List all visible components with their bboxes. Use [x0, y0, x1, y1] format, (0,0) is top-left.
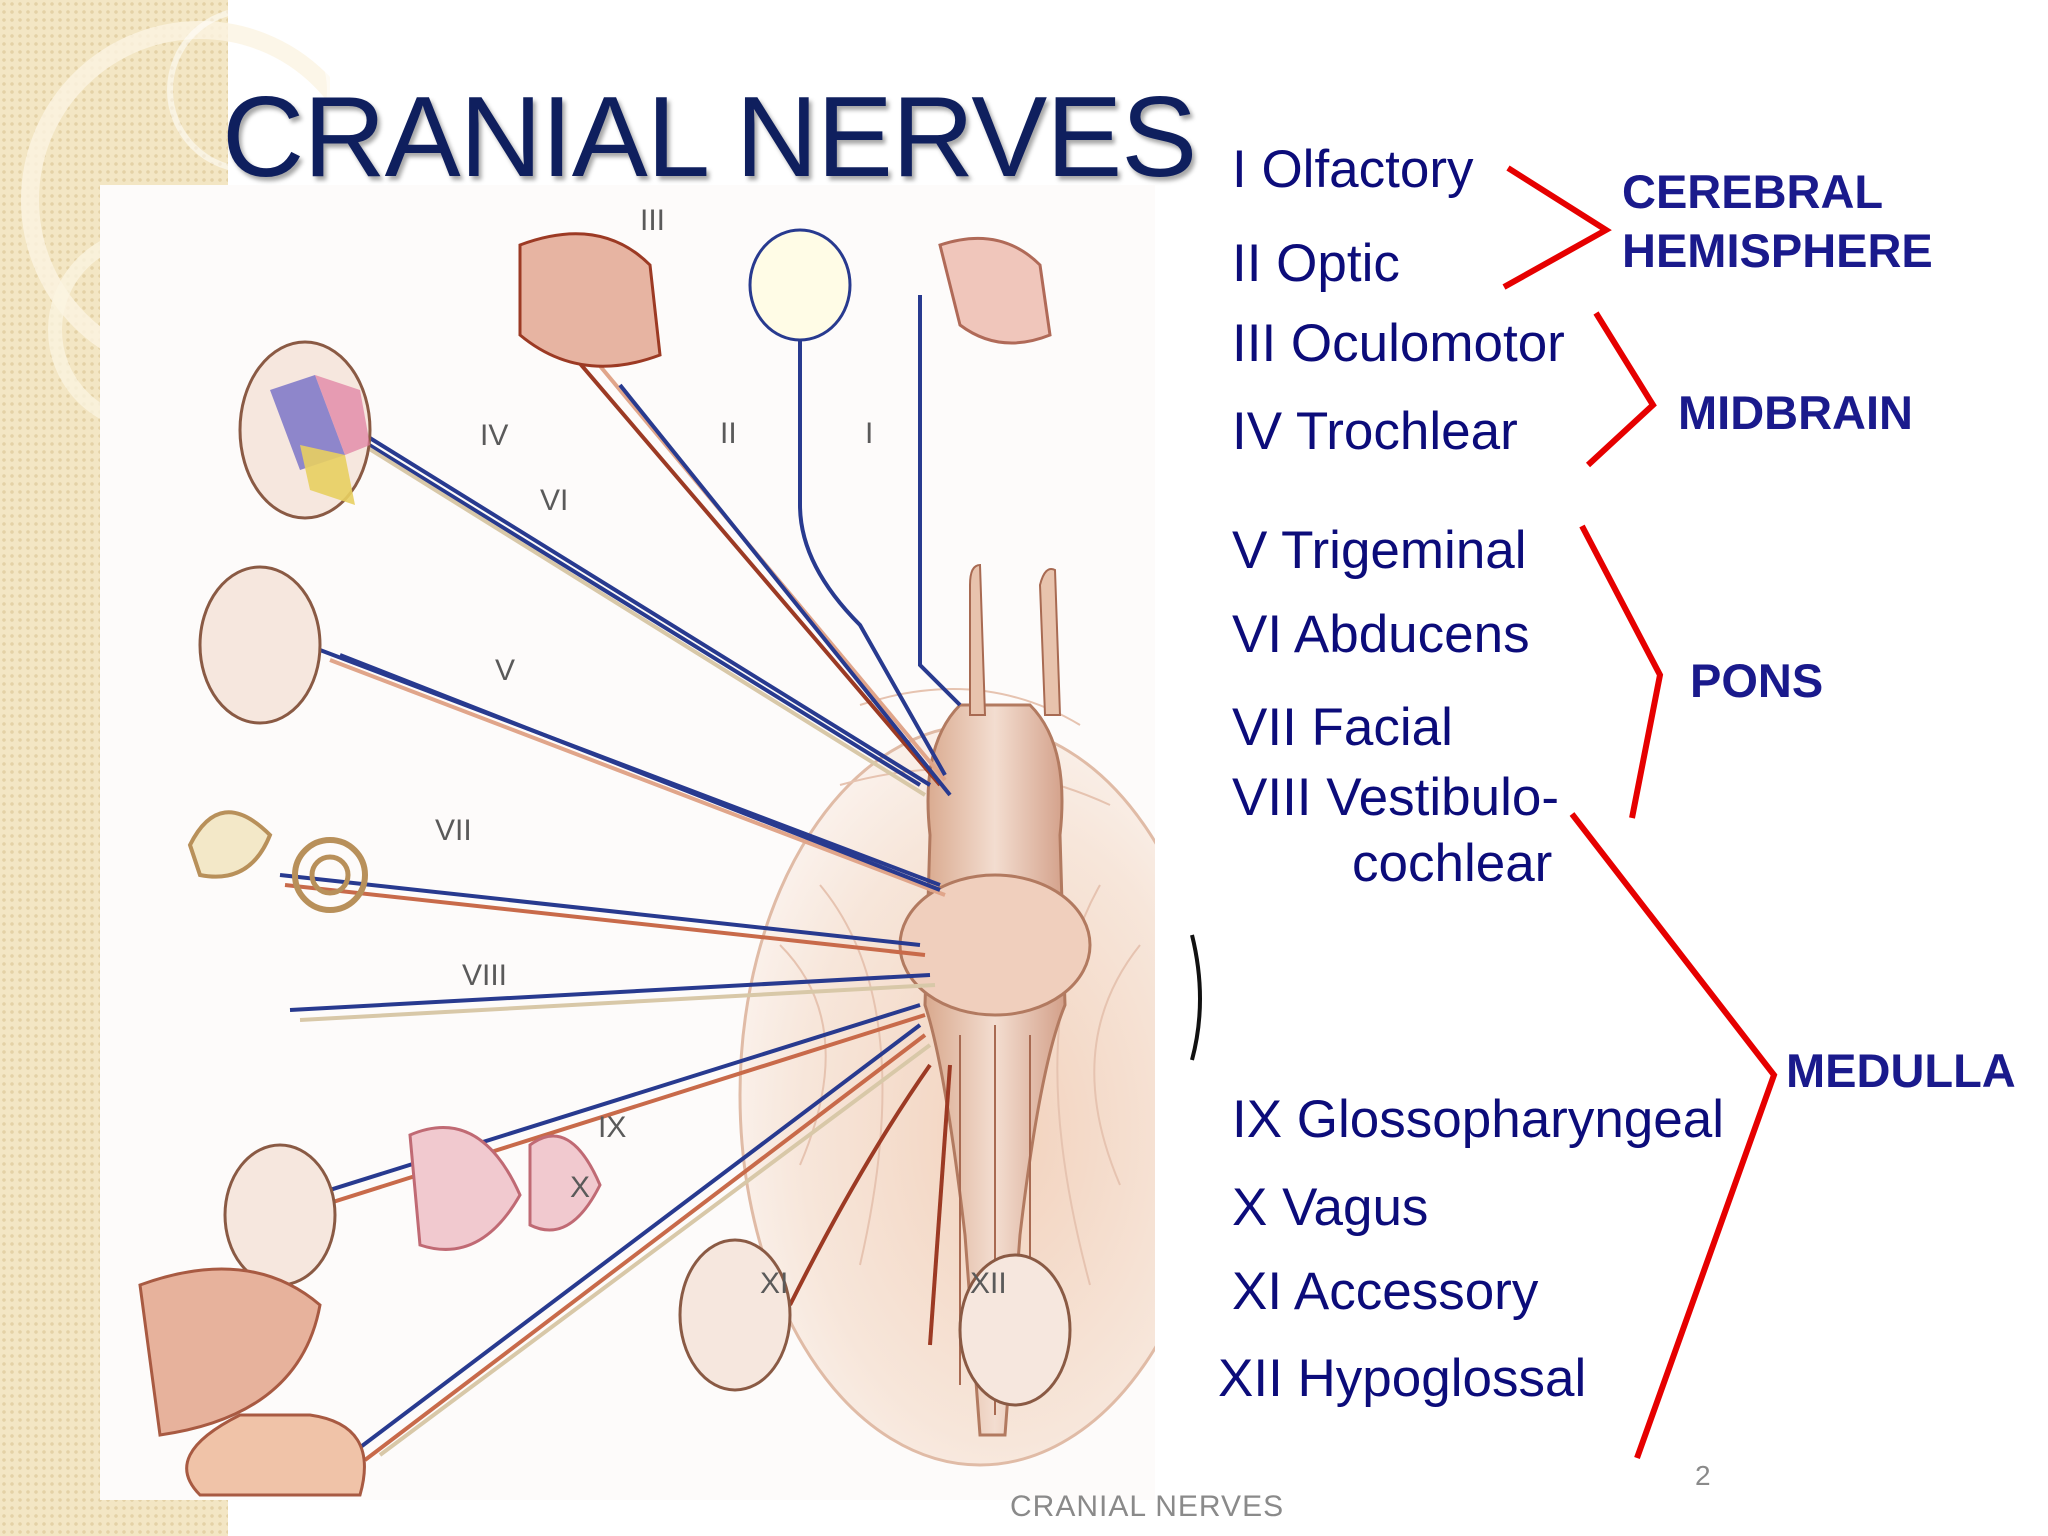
diagram-label-iii: III [640, 204, 665, 237]
region-cerebral-line-1: CEREBRAL [1622, 165, 1884, 218]
nerve-label-accessory: XI Accessory [1232, 1262, 1539, 1321]
stray-mark [1190, 934, 1202, 1061]
diagram-label-ix: IX [598, 1111, 626, 1144]
diagram-label-v: V [495, 654, 515, 687]
region-midbrain: MIDBRAIN [1678, 386, 1913, 439]
diagram-label-viii: VIII [462, 959, 507, 992]
page-number: 2 [1695, 1460, 1711, 1491]
nerve-label-cochlear: cochlear [1352, 834, 1553, 893]
page-title: CRANIAL NERVES [222, 74, 1197, 201]
nerve-label-trochlear: IV Trochlear [1232, 402, 1518, 461]
diagram-label-vi: VI [540, 484, 568, 517]
nerve-label-vestibulo: VIII Vestibulo- [1232, 768, 1560, 827]
region-pons: PONS [1690, 654, 1824, 707]
bracket-cerebral [1502, 165, 1612, 290]
nerve-label-facial: VII Facial [1232, 698, 1453, 757]
diagram-label-vii: VII [435, 814, 472, 847]
diagram-label-iv: IV [480, 419, 508, 452]
nerve-label-optic: II Optic [1232, 234, 1400, 293]
nerve-label-oculomotor: III Oculomotor [1232, 314, 1565, 373]
cranial-nerves-illustration: III IV II I VI V VII VIII IX X XI XII [100, 185, 1155, 1500]
diagram-label-i: I [865, 417, 873, 450]
nerve-label-glossopharyngeal: IX Glossopharyngeal [1232, 1090, 1725, 1149]
region-medulla: MEDULLA [1786, 1044, 2016, 1097]
nerve-label-trigeminal: V Trigeminal [1232, 521, 1527, 580]
diagram-label-xii: XII [970, 1267, 1007, 1300]
nerve-label-olfactory: I Olfactory [1232, 140, 1474, 199]
diagram-label-ii: II [720, 417, 737, 450]
slide-footer: CRANIAL NERVES [1010, 1490, 1285, 1520]
nerve-label-vagus: X Vagus [1232, 1178, 1429, 1237]
diagram-label-x: X [570, 1171, 590, 1204]
bracket-pons [1579, 524, 1664, 819]
region-cerebral-line-2: HEMISPHERE [1622, 223, 1933, 277]
bracket-midbrain [1585, 311, 1657, 468]
region-cerebral-hemisphere: CEREBRAL HEMISPHERE [1622, 163, 1933, 281]
nerve-label-abducens: VI Abducens [1232, 605, 1530, 664]
diagram-label-xi: XI [760, 1267, 788, 1300]
nerve-label-hypoglossal: XII Hypoglossal [1218, 1349, 1587, 1408]
